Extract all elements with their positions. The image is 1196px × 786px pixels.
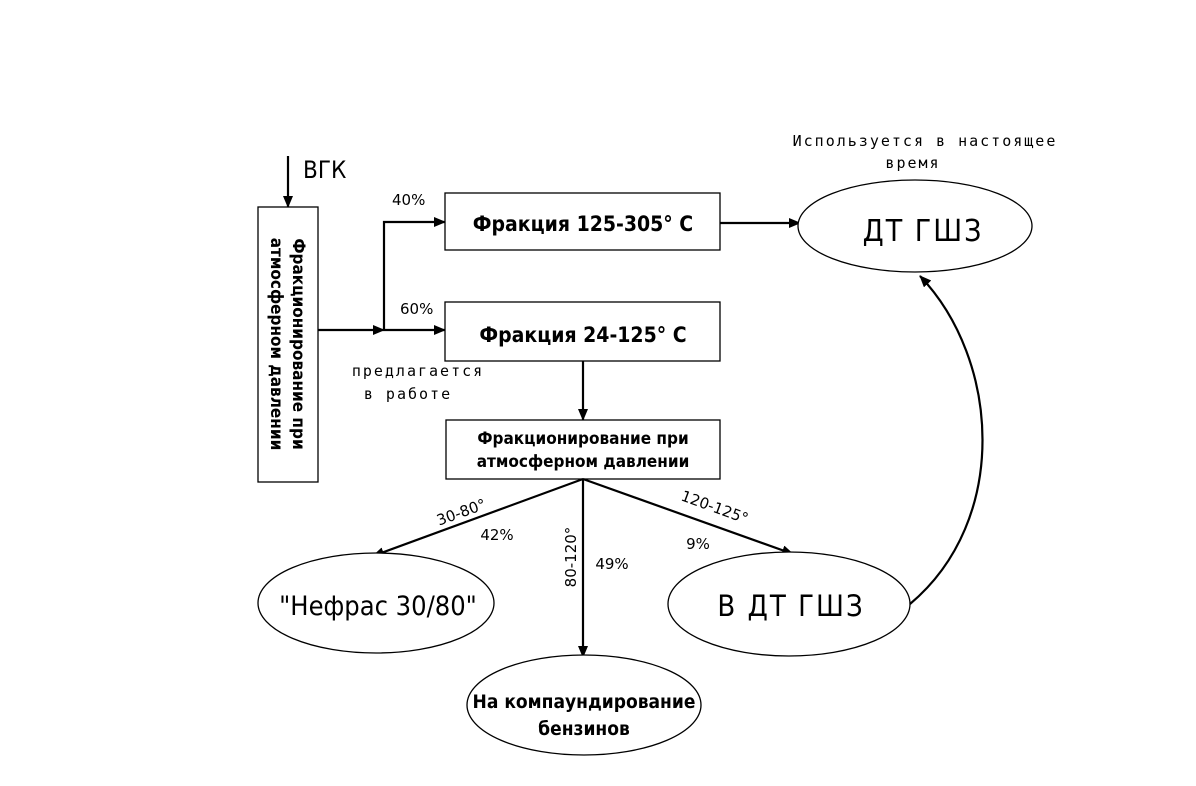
arrow-to-nefras	[372, 477, 584, 558]
dt-gsz-ellipse	[797, 179, 1033, 273]
arrow-to-fraction-125-305	[382, 217, 446, 330]
split-60-percent: 60%	[400, 300, 433, 318]
proposed-note-line2: в работе	[364, 385, 452, 403]
gasoline-compounding-line2: бензинов	[538, 718, 630, 740]
cut-120-125-percent: 9%	[686, 535, 710, 553]
current-note-line2: время	[885, 154, 940, 172]
fractionation-unit-1-line1: Фракционирование при	[288, 238, 308, 449]
fraction-24-125-label: Фракция 24-125° С	[479, 323, 686, 347]
return-arrow-to-dt-gsz	[909, 275, 984, 605]
cut-30-80-percent: 42%	[480, 526, 513, 544]
fractionation-unit-1	[257, 206, 319, 483]
split-40-percent: 40%	[392, 191, 425, 209]
feed-label: ВГК	[303, 156, 346, 184]
arrow-to-dt-gsz-cut	[582, 477, 794, 556]
proposed-note-line1: предлагается	[352, 362, 484, 380]
current-note-line1: Используется в настоящее	[793, 132, 1058, 150]
nefras-ellipse	[257, 552, 495, 654]
into-dt-gsz-label: В ДТ ГШЗ	[717, 589, 864, 623]
nefras-label: "Нефрас 30/80"	[279, 591, 477, 622]
dt-gsz-label: ДТ ГШЗ	[863, 214, 984, 249]
cut-80-120-percent: 49%	[595, 555, 628, 573]
fraction-24-125-box	[444, 301, 721, 362]
gasoline-compounding-line1: На компаундирование	[473, 691, 696, 713]
fractionation-unit-2-line1: Фракционирование при	[477, 429, 688, 449]
cut-80-120-range: 80-120°	[562, 527, 580, 588]
cut-120-125-range: 120-125°	[679, 487, 751, 528]
fractionation-unit-1-line2: атмосферном давлении	[266, 238, 286, 451]
fraction-125-305-box	[444, 192, 721, 251]
gasoline-compounding-ellipse	[466, 654, 702, 756]
fraction-125-305-label: Фракция 125-305° С	[473, 212, 693, 236]
fractionation-unit-2-line2: атмосферном давлении	[477, 452, 690, 472]
